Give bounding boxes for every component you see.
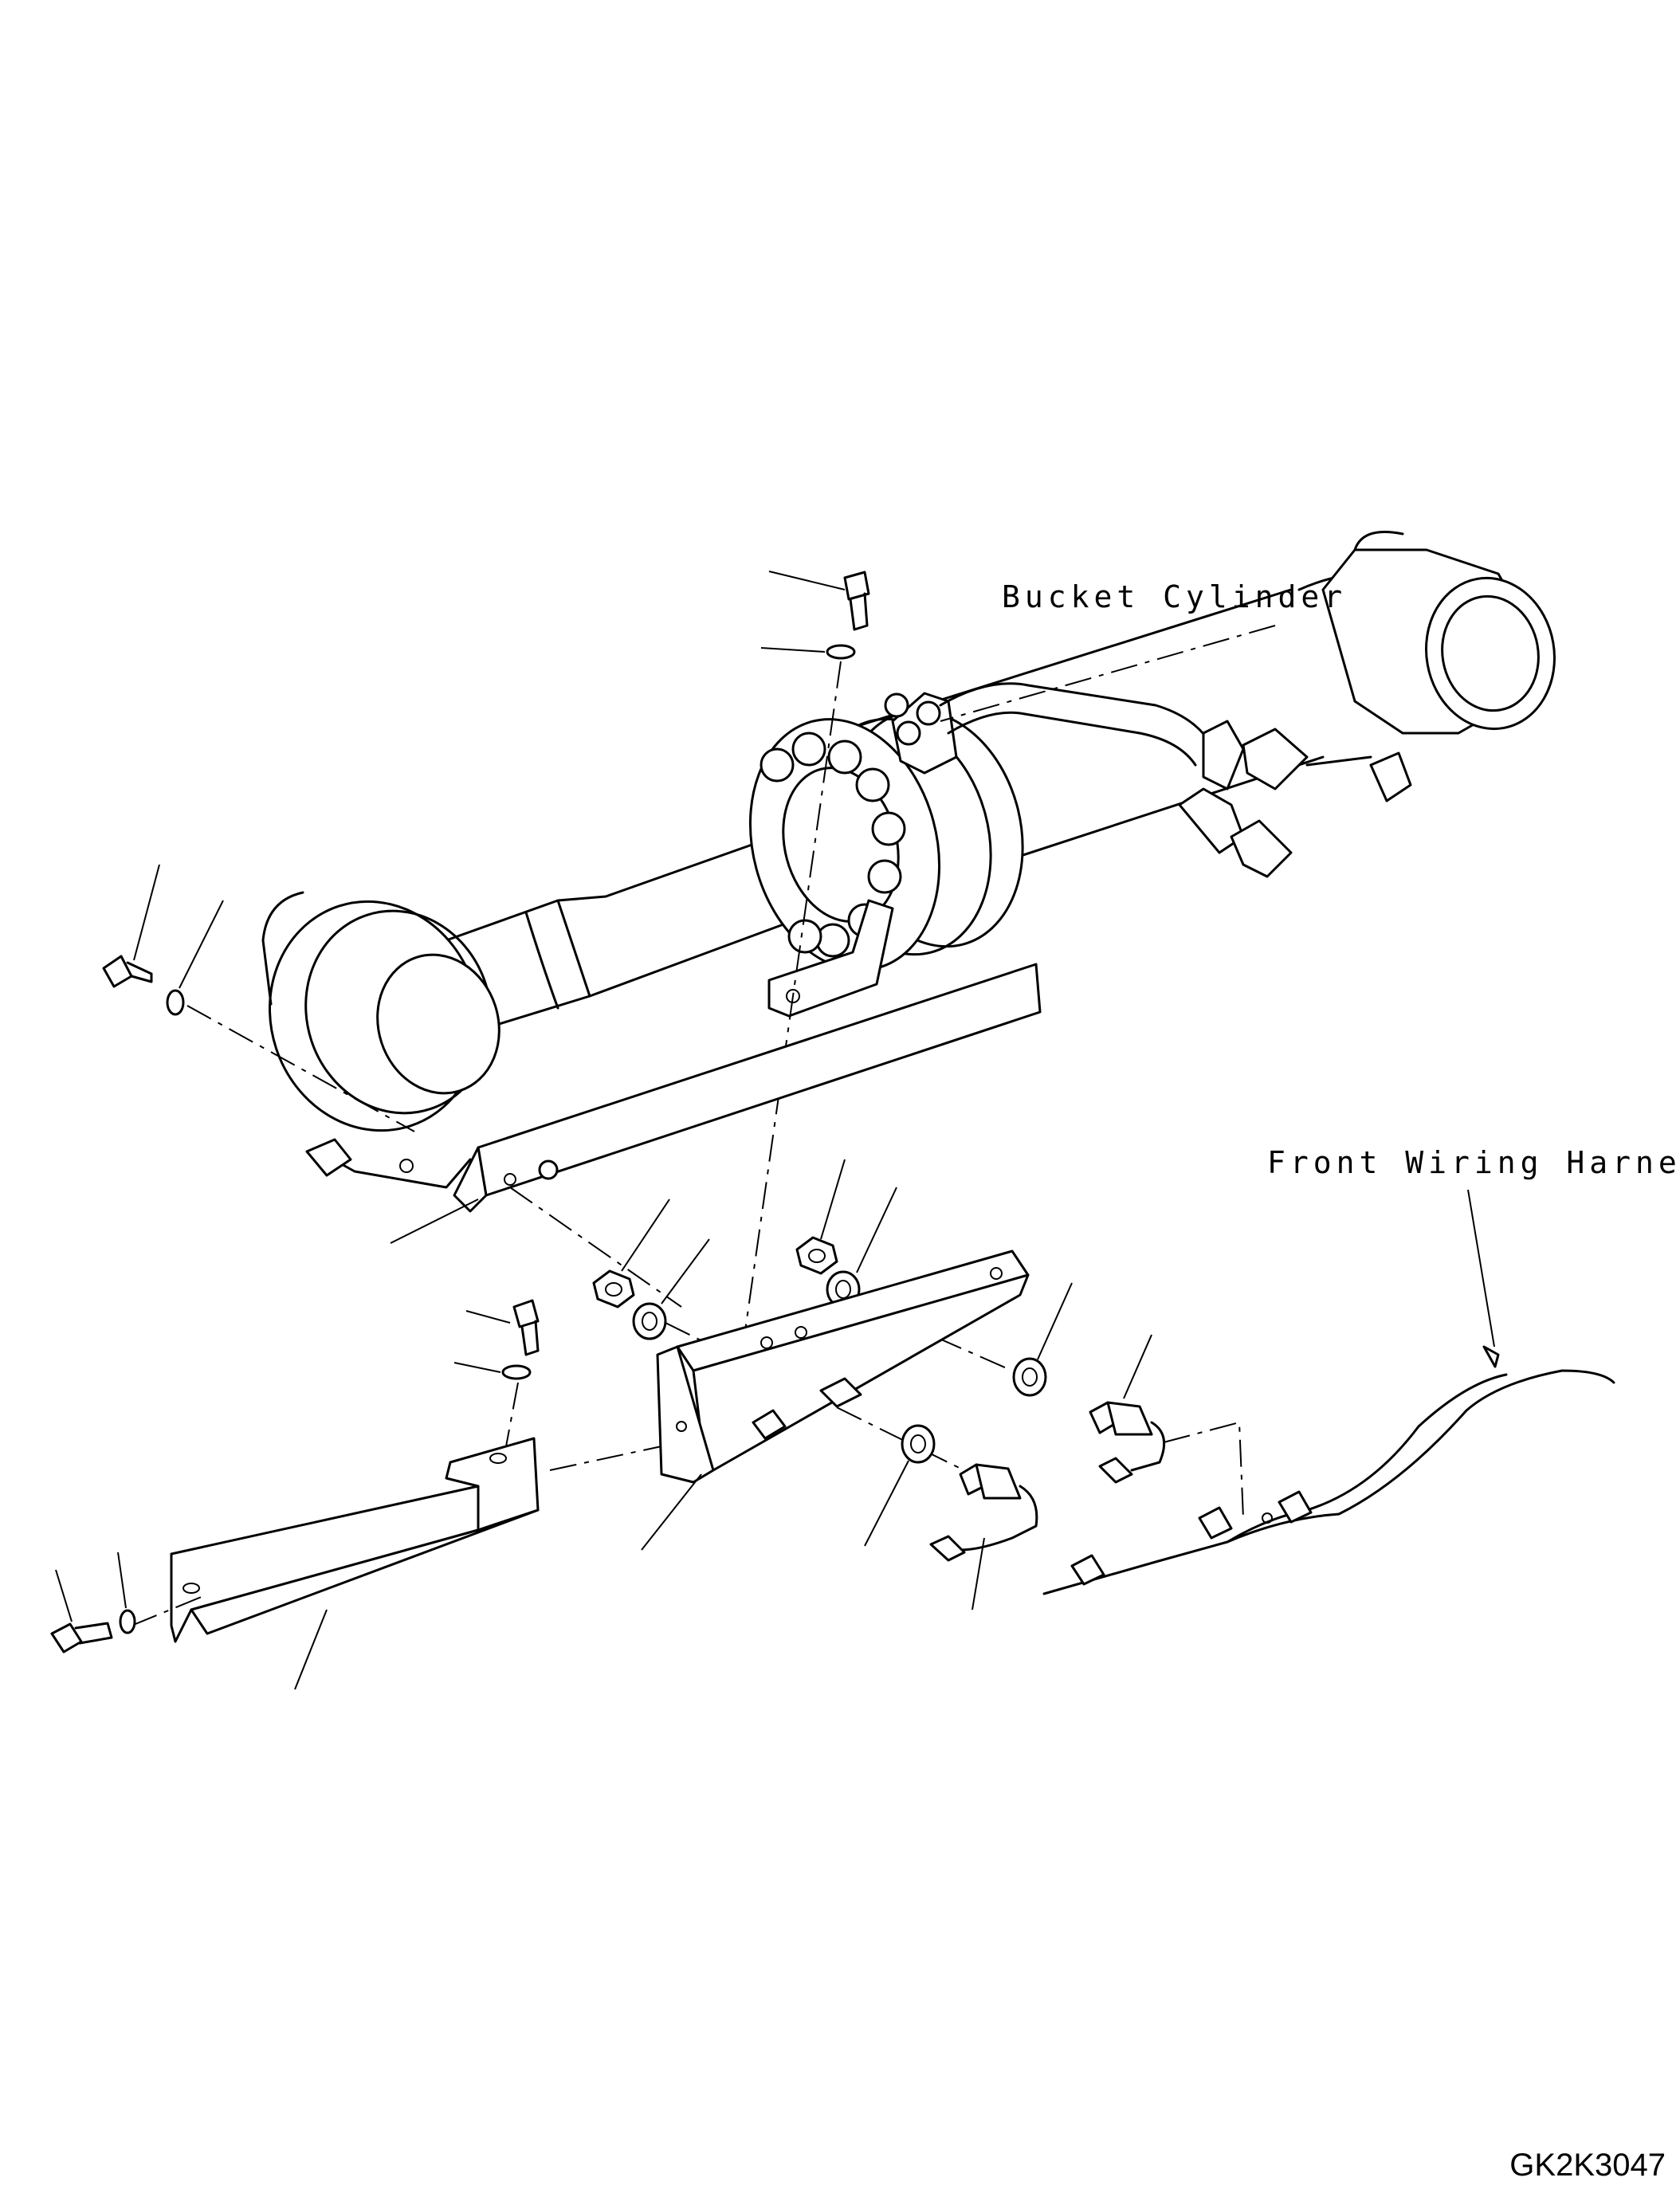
bracket-washer-icon	[501, 1364, 532, 1380]
lower-bracket-bolt-icon	[50, 1622, 113, 1654]
washer-icon	[1012, 1357, 1047, 1397]
nut-icon	[592, 1269, 635, 1308]
pressure-sensor-icon	[929, 1463, 1038, 1562]
washer-icon	[632, 1302, 667, 1340]
pressure-sensor-icon	[1089, 1401, 1166, 1484]
lower-bracket-washer-icon	[119, 1609, 136, 1634]
top-bolt-icon	[843, 571, 870, 631]
top-washer-icon	[826, 644, 856, 660]
rod-end-washer-icon	[166, 989, 185, 1016]
bracket-bolt-icon	[512, 1299, 540, 1356]
sensor-mount-bracket	[656, 1250, 1030, 1484]
upper-bracket-plate	[453, 963, 1042, 1213]
nut-icon	[795, 1236, 838, 1275]
bucket-cylinder	[261, 531, 1556, 1189]
flange-bolts	[760, 732, 906, 958]
label-front-wiring-harness: Front Wiring Harness	[1267, 1145, 1680, 1180]
washer-icon	[901, 1424, 936, 1464]
label-bucket-cylinder: Bucket Cylinder	[1002, 579, 1347, 614]
rod-end-bolt-icon	[102, 955, 153, 988]
drawing-code: GK2K3047	[1509, 2148, 1666, 2183]
lower-bracket	[170, 1437, 540, 1643]
front-wiring-harness	[1042, 1369, 1615, 1595]
